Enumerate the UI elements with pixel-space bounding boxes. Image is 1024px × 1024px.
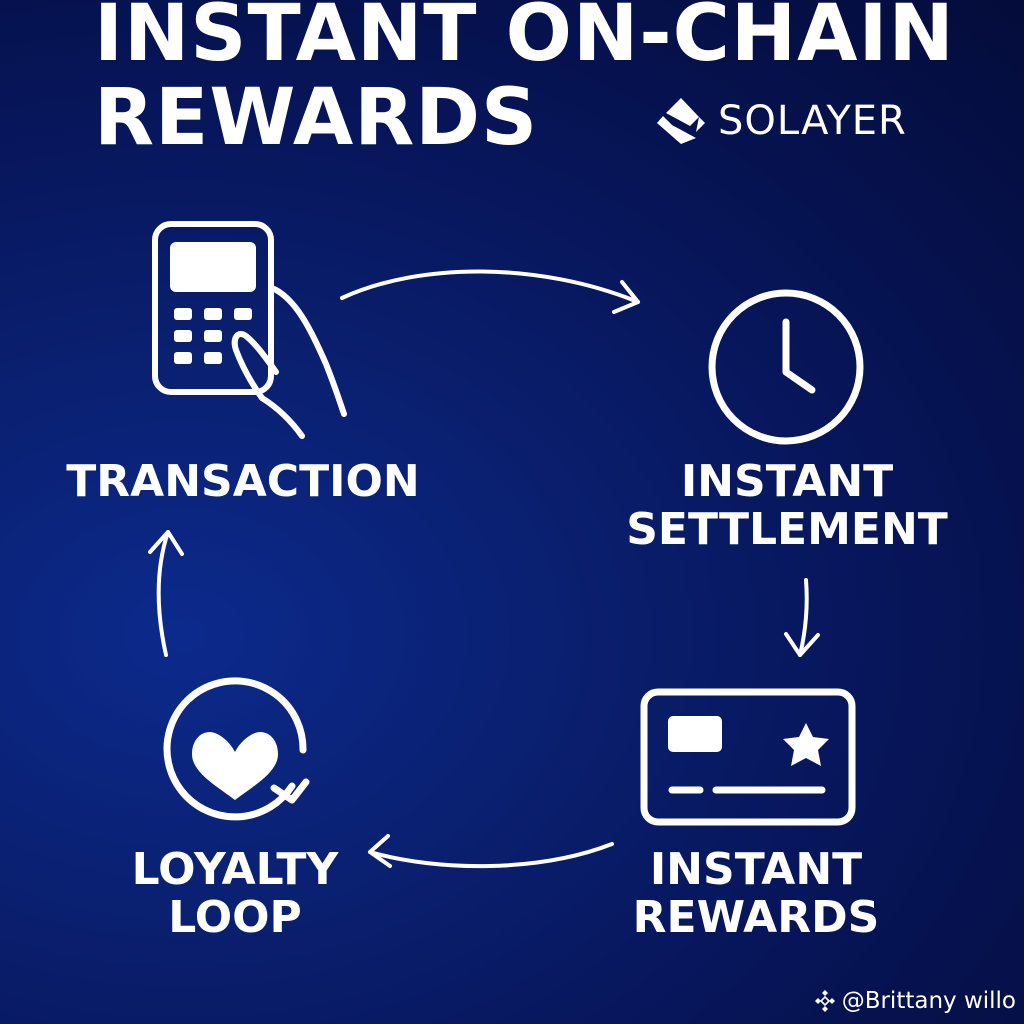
arrow-rewards-to-loyalty bbox=[368, 834, 614, 869]
page-title: INSTANT ON-CHAIN REWARDS bbox=[94, 0, 955, 160]
heart-refresh-icon bbox=[163, 677, 310, 821]
step-label-line: SETTLEMENT bbox=[626, 504, 948, 555]
brand-name: SOLAYER bbox=[718, 98, 907, 144]
arrow-settlement-to-rewards bbox=[784, 578, 820, 657]
solayer-logo-icon bbox=[657, 98, 705, 144]
binance-diamond-icon bbox=[814, 990, 835, 1012]
step-label-line: INSTANT bbox=[680, 456, 894, 507]
arrow-loyalty-to-transaction bbox=[148, 530, 184, 657]
step-label-line: TRANSACTION bbox=[66, 456, 420, 507]
step-label-line: LOYALTY bbox=[131, 844, 339, 895]
step-label-loyalty-loop: LOYALTY LOOP bbox=[110, 846, 360, 942]
clock-icon bbox=[708, 289, 864, 445]
author-credit: @Brittany willo bbox=[812, 986, 1016, 1016]
payment-terminal-hand-icon bbox=[152, 221, 347, 439]
brand-logo: SOLAYER bbox=[654, 96, 907, 146]
arrow-transaction-to-settlement bbox=[340, 269, 640, 314]
title-line-1: INSTANT ON-CHAIN bbox=[94, 0, 955, 79]
step-label-line: LOOP bbox=[168, 892, 302, 943]
step-label-transaction: TRANSACTION bbox=[62, 458, 424, 506]
credit-text: @Brittany willo bbox=[841, 988, 1016, 1014]
step-label-instant-rewards: INSTANT REWARDS bbox=[606, 846, 906, 942]
title-line-2: REWARDS bbox=[94, 73, 539, 163]
reward-card-star-icon bbox=[640, 688, 856, 826]
step-label-line: REWARDS bbox=[632, 892, 880, 943]
step-label-line: INSTANT bbox=[649, 844, 863, 895]
step-label-instant-settlement: INSTANT SETTLEMENT bbox=[612, 458, 962, 554]
